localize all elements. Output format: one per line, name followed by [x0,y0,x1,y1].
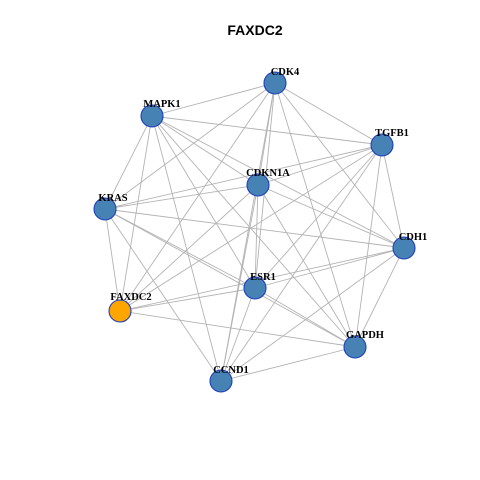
edge-mapk1-kras [104,115,153,210]
node-label-cdkn1a: CDKN1A [246,168,290,179]
node-tgfb1: TGFB1 [370,128,409,157]
node-circle-faxdc2 [108,299,132,323]
node-circle-cdk4 [263,71,287,95]
edge-cdh1-ccnd1 [220,247,405,382]
node-cdk4: CDK4 [263,67,300,95]
edge-esr1-faxdc2 [119,287,256,312]
edge-kras-ccnd1 [104,208,222,382]
edge-cdkn1a-faxdc2 [119,184,259,312]
node-label-kras: KRAS [98,193,127,204]
edge-cdk4-mapk1 [151,82,276,117]
edge-mapk1-ccnd1 [151,115,222,382]
edge-cdh1-gapdh [354,247,405,348]
edge-tgfb1-esr1 [254,144,383,289]
figure-title: FAXDC2 [227,22,282,38]
node-circle-cdkn1a [246,173,270,197]
node-ccnd1: CCND1 [209,365,249,393]
edge-kras-faxdc2 [104,208,121,312]
edge-cdk4-kras [104,82,276,210]
edges-layer [104,82,405,382]
node-faxdc2: FAXDC2 [108,292,152,323]
edge-cdk4-cdh1 [274,82,405,249]
edge-kras-gapdh [104,208,356,348]
edge-mapk1-esr1 [151,115,256,289]
node-mapk1: MAPK1 [140,99,181,128]
edge-mapk1-faxdc2 [119,115,153,312]
edge-cdkn1a-cdh1 [257,184,405,249]
node-esr1: ESR1 [243,272,276,300]
node-label-gapdh: GAPDH [346,330,384,341]
node-kras: KRAS [93,193,128,221]
edge-cdh1-esr1 [254,247,405,289]
edge-cdk4-tgfb1 [274,82,383,146]
edge-tgfb1-ccnd1 [220,144,383,382]
edge-tgfb1-kras [104,144,383,210]
node-circle-esr1 [243,276,267,300]
node-label-cdh1: CDH1 [399,232,428,243]
edge-cdkn1a-gapdh [257,184,356,348]
edge-cdk4-faxdc2 [119,82,276,312]
edge-tgfb1-cdh1 [381,144,405,249]
node-circle-gapdh [343,335,367,359]
edge-cdkn1a-kras [104,184,259,210]
node-label-faxdc2: FAXDC2 [110,292,151,303]
node-label-esr1: ESR1 [250,272,276,283]
edge-esr1-ccnd1 [220,287,256,382]
edge-faxdc2-gapdh [119,310,356,348]
node-circle-kras [93,197,117,221]
edge-mapk1-cdkn1a [151,115,259,186]
node-circle-ccnd1 [209,369,233,393]
edge-mapk1-cdh1 [151,115,405,249]
edge-esr1-gapdh [254,287,356,348]
edge-kras-esr1 [104,208,256,289]
edge-tgfb1-gapdh [354,144,383,348]
node-cdkn1a: CDKN1A [246,168,290,197]
edge-kras-cdh1 [104,208,405,249]
node-label-cdk4: CDK4 [271,67,300,78]
node-circle-mapk1 [140,104,164,128]
node-circle-tgfb1 [370,133,394,157]
node-cdh1: CDH1 [392,232,428,260]
edge-cdkn1a-esr1 [254,184,259,289]
node-label-ccnd1: CCND1 [213,365,249,376]
node-circle-cdh1 [392,236,416,260]
node-gapdh: GAPDH [343,330,384,359]
node-label-mapk1: MAPK1 [143,99,180,110]
edge-mapk1-tgfb1 [151,115,383,146]
node-label-tgfb1: TGFB1 [375,128,409,139]
edge-gapdh-ccnd1 [220,346,356,382]
edge-tgfb1-cdkn1a [257,144,383,186]
edge-cdk4-gapdh [274,82,356,348]
